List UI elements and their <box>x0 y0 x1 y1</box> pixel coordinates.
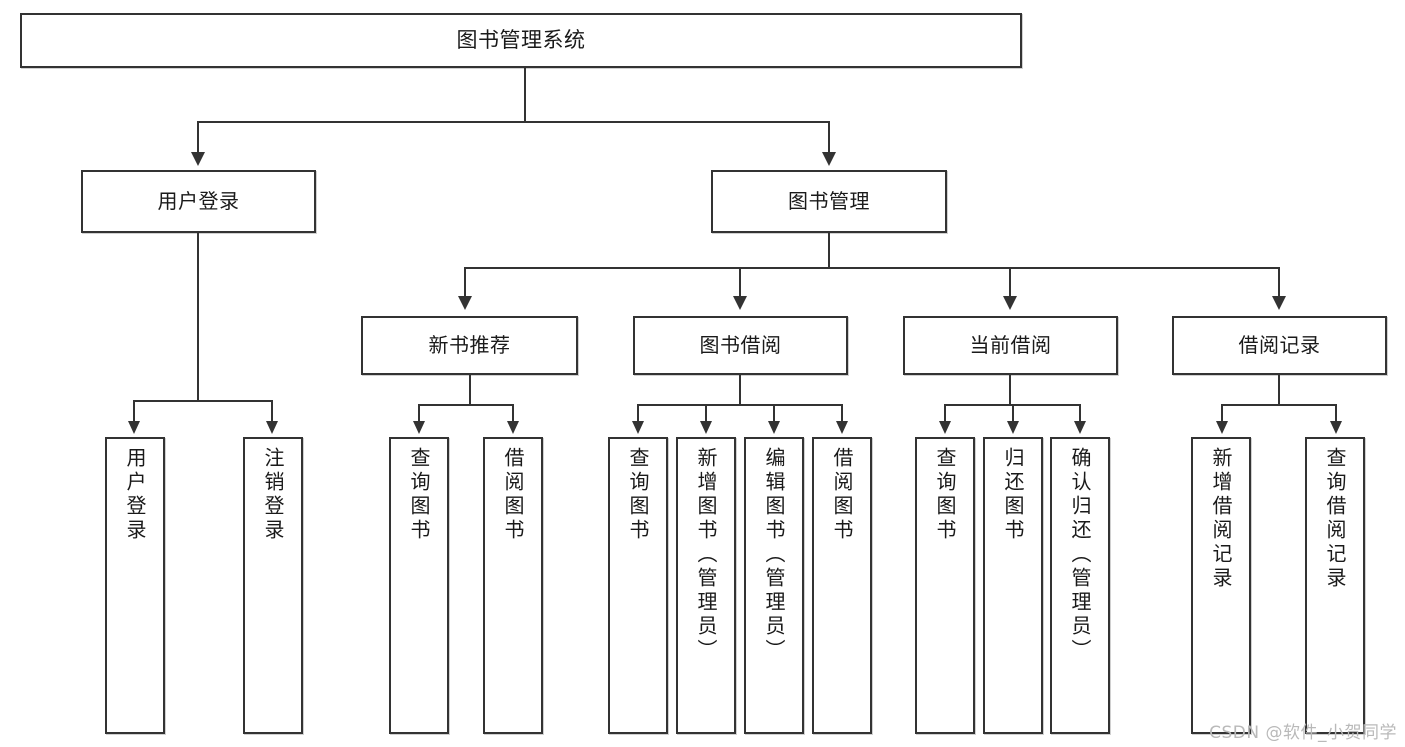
edge-book-borrow-to-leaf-0 <box>637 404 639 423</box>
node-borrow-record[interactable]: 借阅记录 <box>1172 316 1387 375</box>
edge-user-login-to-leaf-0 <box>133 400 135 423</box>
node-label: 查询图书 <box>933 447 957 543</box>
node-label: 当前借阅 <box>969 332 1052 357</box>
node-label: 归还图书 <box>1001 447 1025 543</box>
arrow-to-book-borrow <box>733 296 747 310</box>
node-leaf-add-borrow-record[interactable]: 新增借阅记录 <box>1191 437 1251 734</box>
node-label: 新增借阅记录 <box>1209 447 1233 591</box>
edge-new-book-to-leaf-1 <box>512 404 514 423</box>
node-current-borrow[interactable]: 当前借阅 <box>903 316 1118 375</box>
edge-current-borrow-to-leaf-2 <box>1079 404 1081 423</box>
edge-book-mgmt-bus <box>464 267 1280 269</box>
edge-book-borrow-bus <box>637 404 843 406</box>
edge-book-borrow-stem <box>739 375 741 405</box>
node-label: 借阅图书 <box>501 447 525 543</box>
node-label: 新增图书（管理员） <box>694 447 718 663</box>
node-label: 查询借阅记录 <box>1323 447 1347 591</box>
arrow-to-leaf-add-book <box>700 421 712 434</box>
arrow-to-leaf-user-login <box>128 421 140 434</box>
edge-book-mgmt-to-lvl3-3 <box>1278 267 1280 298</box>
node-book-management[interactable]: 图书管理 <box>711 170 947 233</box>
arrow-to-leaf-edit-book <box>768 421 780 434</box>
edge-new-book-to-leaf-0 <box>418 404 420 423</box>
edge-book-borrow-to-leaf-1 <box>705 404 707 423</box>
arrow-to-leaf-query-record <box>1330 421 1342 434</box>
edge-borrow-record-stem <box>1278 375 1280 405</box>
arrow-to-leaf-query-book-2 <box>632 421 644 434</box>
edge-book-borrow-to-leaf-2 <box>773 404 775 423</box>
node-label: 查询图书 <box>626 447 650 543</box>
arrow-to-borrow-record <box>1272 296 1286 310</box>
edge-book-borrow-to-leaf-3 <box>841 404 843 423</box>
node-label: 借阅图书 <box>830 447 854 543</box>
node-label: 新书推荐 <box>428 332 511 357</box>
arrow-to-leaf-confirm-return <box>1074 421 1086 434</box>
edge-root-to-user-login <box>197 121 199 154</box>
node-leaf-confirm-return[interactable]: 确认归还（管理员） <box>1050 437 1110 734</box>
node-leaf-borrow-book-recommend[interactable]: 借阅图书 <box>483 437 543 734</box>
node-label: 用户登录 <box>157 188 240 213</box>
node-label: 借阅记录 <box>1238 332 1321 357</box>
node-leaf-query-borrow-record[interactable]: 查询借阅记录 <box>1305 437 1365 734</box>
node-label: 编辑图书（管理员） <box>762 447 786 663</box>
node-leaf-edit-book[interactable]: 编辑图书（管理员） <box>744 437 804 734</box>
node-label: 确认归还（管理员） <box>1068 447 1092 663</box>
edge-borrow-record-to-leaf-0 <box>1221 404 1223 423</box>
arrow-to-leaf-query-book-1 <box>413 421 425 434</box>
edge-current-borrow-to-leaf-1 <box>1012 404 1014 423</box>
edge-root-to-book-mgmt <box>828 121 830 154</box>
edge-current-borrow-to-leaf-0 <box>944 404 946 423</box>
edge-book-mgmt-to-lvl3-2 <box>1009 267 1011 298</box>
node-label: 图书管理系统 <box>456 28 586 53</box>
edge-user-login-bus <box>133 400 272 402</box>
edge-new-book-bus <box>418 404 513 406</box>
node-leaf-return-book[interactable]: 归还图书 <box>983 437 1043 734</box>
node-new-book-recommend[interactable]: 新书推荐 <box>361 316 578 375</box>
arrow-to-leaf-logout <box>266 421 278 434</box>
arrow-to-leaf-borrow-book-2 <box>836 421 848 434</box>
edge-book-mgmt-to-lvl3-0 <box>464 267 466 298</box>
edge-book-mgmt-to-lvl3-1 <box>739 267 741 298</box>
arrow-to-current-borrow <box>1003 296 1017 310</box>
node-book-borrow[interactable]: 图书借阅 <box>633 316 848 375</box>
arrow-to-book-mgmt <box>822 152 836 166</box>
node-label: 图书管理 <box>788 188 870 213</box>
edge-current-borrow-stem <box>1009 375 1011 405</box>
node-label: 查询图书 <box>407 447 431 543</box>
node-leaf-add-book[interactable]: 新增图书（管理员） <box>676 437 736 734</box>
edge-root-bus <box>197 121 829 123</box>
arrow-to-leaf-borrow-book-1 <box>507 421 519 434</box>
node-user-login[interactable]: 用户登录 <box>81 170 316 233</box>
node-leaf-query-book-borrow[interactable]: 查询图书 <box>608 437 668 734</box>
node-leaf-logout[interactable]: 注销登录 <box>243 437 303 734</box>
arrow-to-user-login <box>191 152 205 166</box>
node-leaf-query-book-current[interactable]: 查询图书 <box>915 437 975 734</box>
node-label: 注销登录 <box>261 447 285 543</box>
node-root-system[interactable]: 图书管理系统 <box>20 13 1022 68</box>
edge-borrow-record-bus <box>1221 404 1336 406</box>
edge-new-book-stem <box>469 375 471 405</box>
arrow-to-leaf-query-book-3 <box>939 421 951 434</box>
edge-borrow-record-to-leaf-1 <box>1335 404 1337 423</box>
node-label: 用户登录 <box>123 447 147 543</box>
arrow-to-new-book-recommend <box>458 296 472 310</box>
edge-root-stem <box>524 68 526 122</box>
edge-book-mgmt-stem <box>828 233 830 268</box>
node-leaf-borrow-book[interactable]: 借阅图书 <box>812 437 872 734</box>
node-leaf-user-login[interactable]: 用户登录 <box>105 437 165 734</box>
node-leaf-query-book-recommend[interactable]: 查询图书 <box>389 437 449 734</box>
edge-user-login-to-leaf-1 <box>271 400 273 423</box>
node-label: 图书借阅 <box>699 332 782 357</box>
edge-user-login-stem <box>197 233 199 401</box>
arrow-to-leaf-return-book <box>1007 421 1019 434</box>
arrow-to-leaf-add-record <box>1216 421 1228 434</box>
